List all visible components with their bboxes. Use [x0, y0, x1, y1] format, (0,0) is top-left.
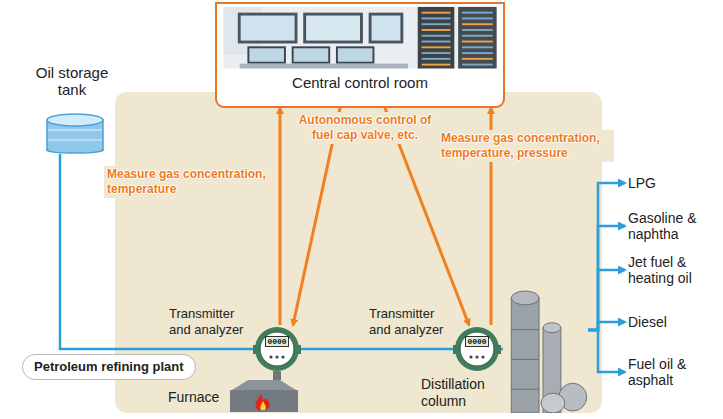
pipeline: [301, 348, 453, 351]
product-label: LPG: [628, 175, 720, 191]
furnace-node: Furnace: [228, 378, 300, 412]
node-text: LPG: [628, 175, 720, 191]
transmitter-node: Transmitter and analyzer: [453, 325, 501, 373]
transmitter-node: Transmitter and analyzer: [253, 325, 301, 373]
product-label: Gasoline & naphtha: [628, 210, 720, 242]
control-room-box: Central control room: [215, 2, 505, 108]
signal-arrow: [279, 108, 282, 325]
column-label: Distillation column: [421, 376, 499, 410]
product-label: Fuel oil & asphalt: [628, 356, 720, 388]
edge-label: Measure gas concentration, temperature: [104, 166, 276, 198]
room-label: Central control room: [217, 74, 503, 92]
pipeline: [588, 183, 625, 330]
product-label: Jet fuel & heating oil: [628, 254, 720, 286]
node-text: Diesel: [628, 314, 720, 330]
edge-label: Measure gas concentration, temperature, …: [438, 130, 614, 162]
storage-tank-node: Oil storage tank: [26, 64, 118, 154]
pipeline: [588, 226, 625, 330]
transmitter-icon: [253, 325, 301, 373]
pipeline: [588, 270, 625, 330]
distillation-column-shape: [503, 290, 588, 413]
furnace-shape: [228, 378, 300, 412]
furnace-label: Furnace: [168, 389, 219, 406]
node-text: Jet fuel & heating oil: [628, 254, 720, 286]
edge-label: Autonomous control of fuel cap valve, et…: [290, 112, 440, 144]
pipeline: [588, 330, 625, 372]
node-text: Transmitter and analyzer: [169, 306, 249, 338]
node-text: Transmitter and analyzer: [369, 306, 449, 338]
node-text: Fuel oil & asphalt: [628, 356, 720, 388]
display-reading: 0000: [265, 336, 289, 347]
transmitter-icon: [453, 325, 501, 373]
region-label: Petroleum refining plant: [22, 354, 196, 380]
distillation-column-node: Distillation column: [503, 290, 588, 413]
tank-label: Oil storage tank: [26, 64, 118, 98]
display-reading: 0000: [465, 336, 489, 347]
node-text: Gasoline & naphtha: [628, 210, 720, 242]
furnace-stem: [273, 371, 281, 380]
product-label: Diesel: [628, 314, 720, 330]
pipeline: [501, 348, 503, 351]
